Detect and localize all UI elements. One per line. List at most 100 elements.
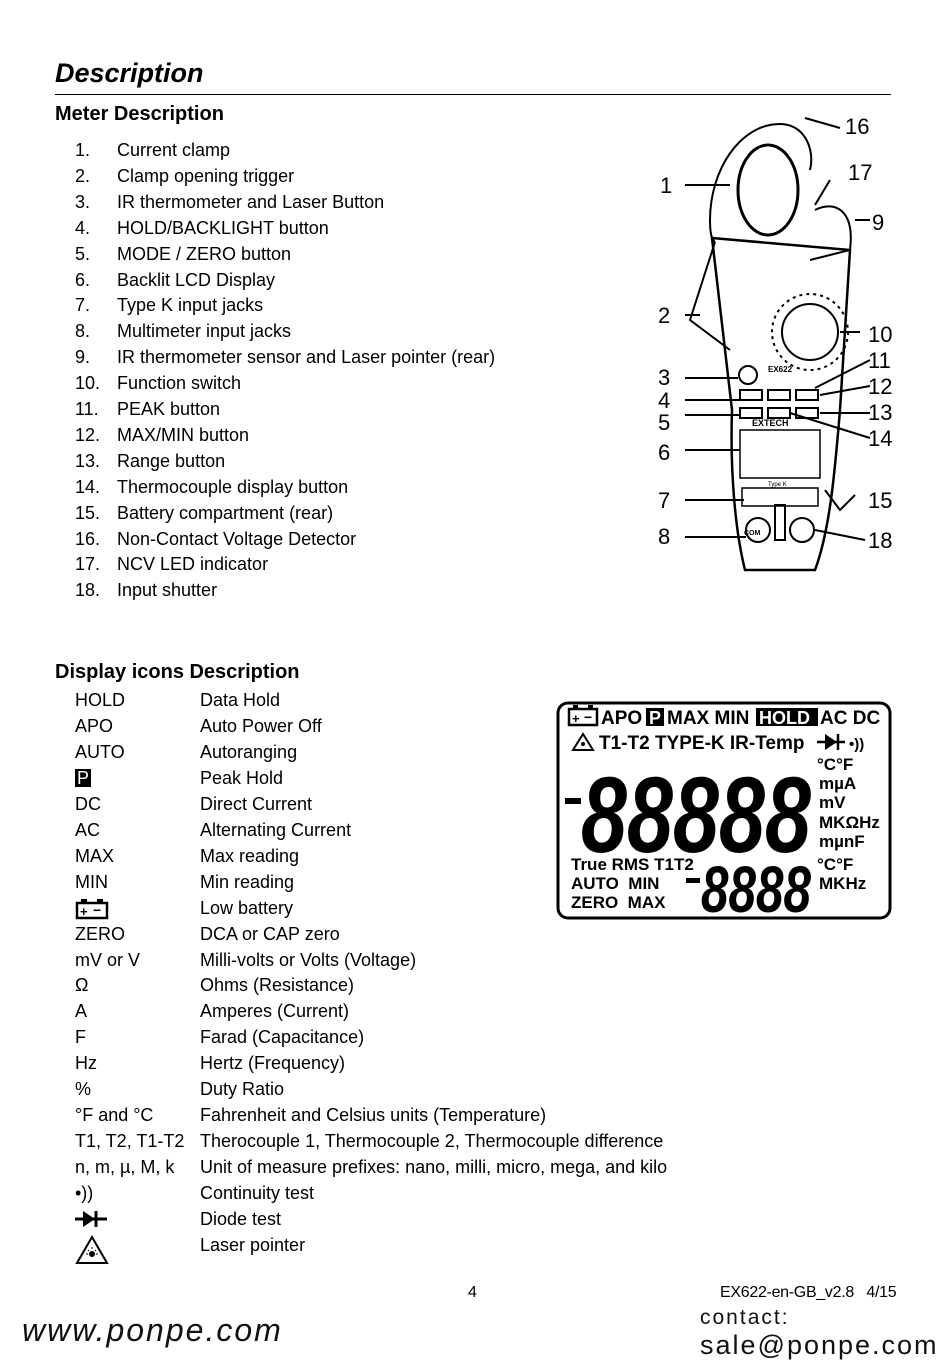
lcd-units-4: MKΩHz	[819, 813, 880, 832]
display-icon-description: Min reading	[200, 871, 295, 892]
display-icon-description: Laser pointer	[200, 1234, 306, 1255]
clamp-meter-figure: EX622 EXTECH COM Type K 1 2 3 4 5 6 7 8 …	[658, 114, 892, 572]
lcd-battery-icon: + −	[567, 705, 599, 727]
lcd-diode-icon	[817, 734, 845, 750]
display-icon-description: Direct Current	[200, 793, 313, 814]
contact-email[interactable]: sale@ponpe.com	[700, 1330, 939, 1360]
meter-item-label: Battery compartment (rear)	[117, 502, 334, 523]
callout-18: 18	[868, 528, 892, 553]
meter-item: 13.Range button	[75, 451, 225, 472]
display-icon-symbol: APO	[75, 715, 114, 736]
meter-item-number: 9.	[75, 347, 91, 368]
lcd-line2: T1-T2 TYPE-K IR-Temp	[599, 733, 805, 754]
document-id: EX622-en-GB_v2.8 4/15	[720, 1284, 897, 1301]
meter-item-number: 3.	[75, 191, 91, 212]
meter-item: 1.Current clamp	[75, 140, 230, 161]
meter-item-number: 1.	[75, 140, 91, 160]
display-icon-symbol: A	[75, 1001, 88, 1022]
meter-item-label: NCV LED indicator	[117, 554, 269, 575]
meter-item-label: Multimeter input jacks	[117, 321, 292, 342]
display-icon-description: Continuity test	[200, 1183, 315, 1204]
display-icon-symbol: MAX	[75, 845, 115, 866]
lcd-ac-dc: AC DC	[820, 708, 880, 729]
lcd-sub-units-2: MKHz	[819, 874, 866, 893]
callout-2: 2	[658, 303, 670, 328]
meter-item: 5.MODE / ZERO button	[75, 244, 291, 265]
peak-hold-box: P	[75, 767, 92, 788]
meter-item: 9. IR thermometer sensor and Laser pointe…	[75, 347, 495, 368]
meter-item: 14.Thermocouple display button	[75, 477, 348, 498]
svg-text:−: −	[584, 709, 592, 725]
meter-item: 12.MAX/MIN button	[75, 425, 249, 446]
meter-brand: EXTECH	[752, 418, 789, 428]
display-icon-symbol: F	[75, 1027, 86, 1048]
meter-item-label: IR thermometer sensor and Laser pointer …	[117, 347, 496, 368]
display-icon-description: Unit of measure prefixes: nano, milli, m…	[200, 1157, 668, 1178]
display-icon-description: Max reading	[200, 845, 300, 866]
meter-item-label: HOLD/BACKLIGHT button	[117, 217, 329, 238]
meter-item-label: Non-Contact Voltage Detector	[117, 528, 357, 549]
meter-item-number: 10.	[75, 373, 101, 394]
lcd-auto-min: AUTO MIN	[571, 874, 659, 893]
website-link[interactable]: www.ponpe.com	[22, 1312, 283, 1348]
lcd-display-figure: + − APO P MAX MIN HOLD AC DC T1-T2 TYPE-…	[556, 701, 892, 922]
svg-text:−: −	[93, 902, 101, 918]
display-icon-symbol: AUTO	[75, 741, 125, 762]
meter-item-number: 8.	[75, 321, 91, 342]
lcd-max-min: MAX MIN	[667, 708, 749, 729]
callout-17: 17	[848, 160, 872, 185]
diode-icon	[75, 1209, 107, 1234]
contact-label: contact:	[700, 1306, 790, 1329]
meter-item: 18.Input shutter	[75, 580, 217, 601]
display-icon-symbol: ZERO	[75, 923, 126, 944]
lcd-units-3: mV	[819, 793, 846, 812]
meter-description-heading: Meter Description	[55, 103, 224, 125]
lcd-units-2: mµA	[819, 774, 856, 793]
meter-item-label: Range button	[117, 450, 226, 471]
callout-3: 3	[658, 365, 670, 390]
meter-item-label: Clamp opening trigger	[117, 165, 295, 186]
callout-14: 14	[868, 426, 892, 451]
meter-item-number: 2.	[75, 165, 91, 186]
callout-12: 12	[868, 374, 892, 399]
meter-item-label: Backlit LCD Display	[117, 269, 276, 290]
display-icon-description: Auto Power Off	[200, 715, 322, 736]
display-icon-description: Autoranging	[200, 741, 298, 762]
low-battery-icon: +−	[75, 898, 109, 925]
meter-item-label: Thermocouple display button	[117, 476, 349, 497]
display-icon-description: Fahrenheit and Celsius units (Temperatur…	[200, 1105, 547, 1126]
display-icon-description: Data Hold	[200, 690, 281, 710]
meter-item: 4. HOLD/BACKLIGHT button	[75, 218, 329, 239]
laser-pointer-icon	[75, 1234, 109, 1270]
meter-item: 8. Multimeter input jacks	[75, 321, 291, 342]
title-rule	[55, 94, 891, 95]
meter-item-label: PEAK button	[117, 399, 221, 419]
meter-item-label: Input shutter	[117, 580, 218, 601]
meter-item-number: 4.	[75, 217, 91, 238]
display-icon-description: DCA or CAP zero	[200, 923, 340, 944]
lcd-apo: APO	[601, 708, 642, 729]
lcd-units-5: mµnF	[819, 832, 865, 851]
meter-item-label: Type K input jacks	[117, 295, 264, 316]
meter-item-number: 16.	[75, 528, 101, 549]
lcd-main-digits: 88888	[581, 754, 811, 875]
meter-item-number: 7.	[75, 295, 91, 316]
type-k-label: Type K	[768, 482, 787, 488]
display-icon-description: Low battery	[200, 897, 294, 918]
peak-hold-symbol: P	[75, 767, 92, 789]
lcd-sub-units-1: °C°F	[817, 855, 853, 874]
meter-item-number: 5.	[75, 243, 91, 264]
clamp-jaw-left	[708, 123, 781, 243]
com-jack-label: COM	[744, 530, 761, 537]
meter-item-number: 6.	[75, 269, 91, 290]
display-icon-symbol: MIN	[75, 871, 108, 892]
meter-item-label: IR thermometer and Laser Button	[117, 191, 385, 212]
display-icon-symbol: °F and °C	[75, 1105, 154, 1126]
display-icons-heading: Display icons Description	[55, 661, 300, 683]
display-icon-symbol: %	[75, 1079, 92, 1100]
display-icon-symbol: AC	[75, 819, 101, 840]
lcd-hold-box: HOLD	[759, 708, 810, 728]
lcd-zero-max: ZERO MAX	[571, 893, 666, 912]
callout-5: 5	[658, 410, 670, 435]
display-icon-description: Farad (Capacitance)	[200, 1027, 365, 1048]
